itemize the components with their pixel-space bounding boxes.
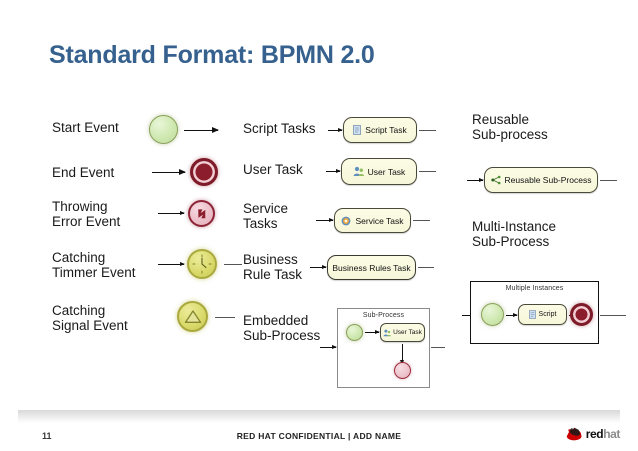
connector-line xyxy=(600,180,617,181)
timer-event-circle xyxy=(187,249,217,279)
connector-line xyxy=(419,130,436,131)
connector-arrow-down xyxy=(399,344,404,365)
script-document-icon xyxy=(528,310,536,319)
embedded-subprocess-title: Sub-Process xyxy=(362,312,405,319)
connector-arrow xyxy=(365,329,380,334)
lightning-bolt-icon xyxy=(197,208,205,218)
embedded-task-user[interactable]: User Task xyxy=(380,323,425,342)
task-label: Service Task xyxy=(355,215,404,226)
task-script[interactable]: Script Task xyxy=(343,117,417,143)
script-document-icon xyxy=(353,125,362,135)
connector-line xyxy=(215,317,235,318)
task-label: Business Rules Task xyxy=(332,262,411,273)
connector-arrow xyxy=(320,344,337,349)
redhat-shadowman-icon xyxy=(566,427,582,441)
multi-instance-start-event xyxy=(481,303,504,326)
task-label: User Task xyxy=(367,166,406,177)
user-person-icon xyxy=(383,329,392,337)
task-label: User Task xyxy=(393,329,422,336)
task-user[interactable]: User Task xyxy=(341,158,417,185)
connector-line xyxy=(431,347,445,348)
connector-arrow xyxy=(506,312,518,317)
redhat-wordmark: redhat xyxy=(585,427,621,441)
connector-line xyxy=(413,220,430,221)
logo-red: red xyxy=(585,427,604,441)
label-reusable-subprocess: Reusable Sub-process xyxy=(472,112,548,142)
task-business-rules[interactable]: Business Rules Task xyxy=(327,255,416,280)
signal-event-circle xyxy=(177,301,208,332)
task-service[interactable]: Service Task xyxy=(334,208,411,233)
label-start-event: Start Event xyxy=(52,120,119,135)
label-business-rule-task: Business Rule Task xyxy=(243,252,303,282)
share-nodes-icon xyxy=(490,175,501,185)
connector-line xyxy=(419,171,436,172)
label-signal-event: Catching Signal Event xyxy=(52,303,128,333)
connector-arrow xyxy=(158,261,185,266)
multi-instance-task-script[interactable]: Script xyxy=(518,304,567,325)
label-embedded-subprocess: Embedded Sub-Process xyxy=(243,313,321,343)
label-multi-instance-subprocess: Multi-Instance Sub-Process xyxy=(472,219,557,249)
label-timer-event: Catching Timmer Event xyxy=(52,250,136,280)
page-number: 11 xyxy=(42,431,52,441)
label-error-event: Throwing Error Event xyxy=(52,199,121,229)
footer-divider xyxy=(18,410,620,423)
redhat-logo: redhat xyxy=(566,427,620,441)
connector-line xyxy=(418,267,434,268)
connector-line xyxy=(224,264,242,265)
connector-arrow xyxy=(467,177,484,182)
service-gear-icon xyxy=(341,216,351,226)
connector-line xyxy=(600,315,626,316)
logo-hat: hat xyxy=(603,427,620,441)
triangle-icon xyxy=(184,309,201,323)
task-reusable-subprocess[interactable]: Reusable Sub-Process xyxy=(484,167,598,193)
connector-arrow xyxy=(152,168,186,175)
connector-arrow xyxy=(184,126,219,133)
embedded-start-event xyxy=(346,324,363,341)
embedded-subprocess-box: Sub-Process xyxy=(337,308,430,388)
embedded-end-event xyxy=(394,362,411,379)
page-title: Standard Format: BPMN 2.0 xyxy=(49,41,375,69)
label-user-task: User Task xyxy=(243,162,303,177)
clock-icon xyxy=(192,254,212,274)
connector-arrow xyxy=(328,127,343,132)
user-person-icon xyxy=(353,166,364,177)
multi-instance-end-event xyxy=(570,303,593,326)
connector-arrow xyxy=(310,264,327,269)
task-label: Script Task xyxy=(365,125,407,135)
connector-arrow xyxy=(158,210,185,215)
connector-arrow xyxy=(326,168,341,173)
label-end-event: End Event xyxy=(52,165,115,180)
start-event-circle xyxy=(149,115,178,144)
task-label: Reusable Sub-Process xyxy=(504,175,592,185)
confidential-notice: RED HAT CONFIDENTIAL | ADD NAME xyxy=(236,431,402,441)
label-script-tasks: Script Tasks xyxy=(243,121,316,136)
end-event-circle xyxy=(190,158,218,186)
error-event-circle xyxy=(188,200,215,227)
connector-arrow xyxy=(316,217,334,222)
label-service-tasks: Service Tasks xyxy=(243,201,289,231)
task-label: Script xyxy=(538,311,557,318)
multi-instance-title: Multiple Instances xyxy=(505,285,564,292)
